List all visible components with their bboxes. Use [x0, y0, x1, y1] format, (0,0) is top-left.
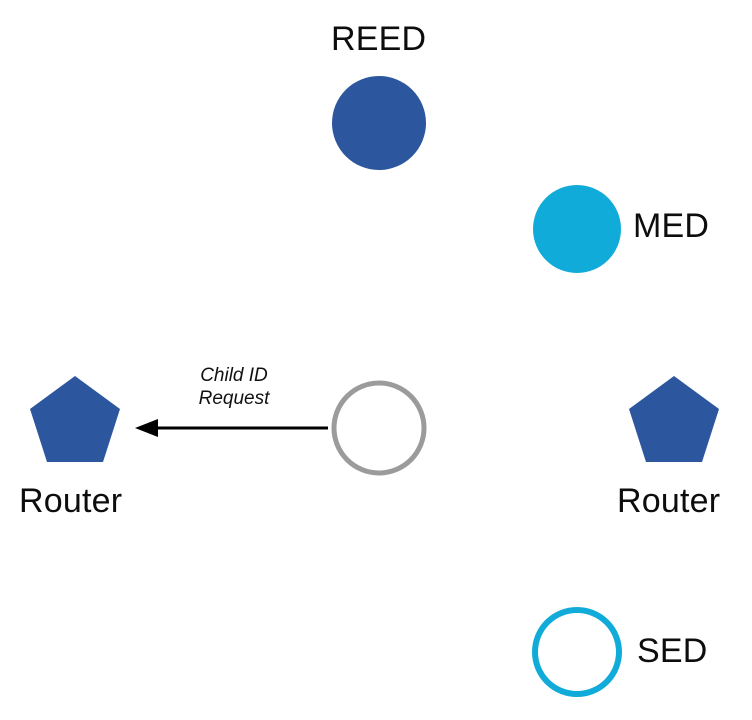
reed-node-label: REED — [331, 20, 427, 58]
joining-device-node-circle[interactable] — [331, 380, 427, 476]
router-left-node-pentagon[interactable] — [30, 376, 120, 462]
router-right-node-label: Router — [617, 482, 721, 520]
router-left-node-label: Router — [19, 482, 123, 520]
child-id-request-edge-label-line1: Child ID — [200, 365, 268, 386]
child-id-request-edge-label: Child ID Request — [174, 364, 294, 410]
med-node-label: MED — [633, 207, 710, 245]
med-node-circle[interactable] — [533, 185, 621, 273]
sed-node-label: SED — [637, 632, 708, 670]
child-id-request-edge-label-line2: Request — [198, 388, 270, 409]
reed-node-circle[interactable] — [332, 76, 426, 170]
child-id-request-arrowhead-icon — [135, 419, 158, 437]
sed-node-circle[interactable] — [532, 607, 622, 697]
router-right-node-pentagon[interactable] — [629, 376, 719, 462]
